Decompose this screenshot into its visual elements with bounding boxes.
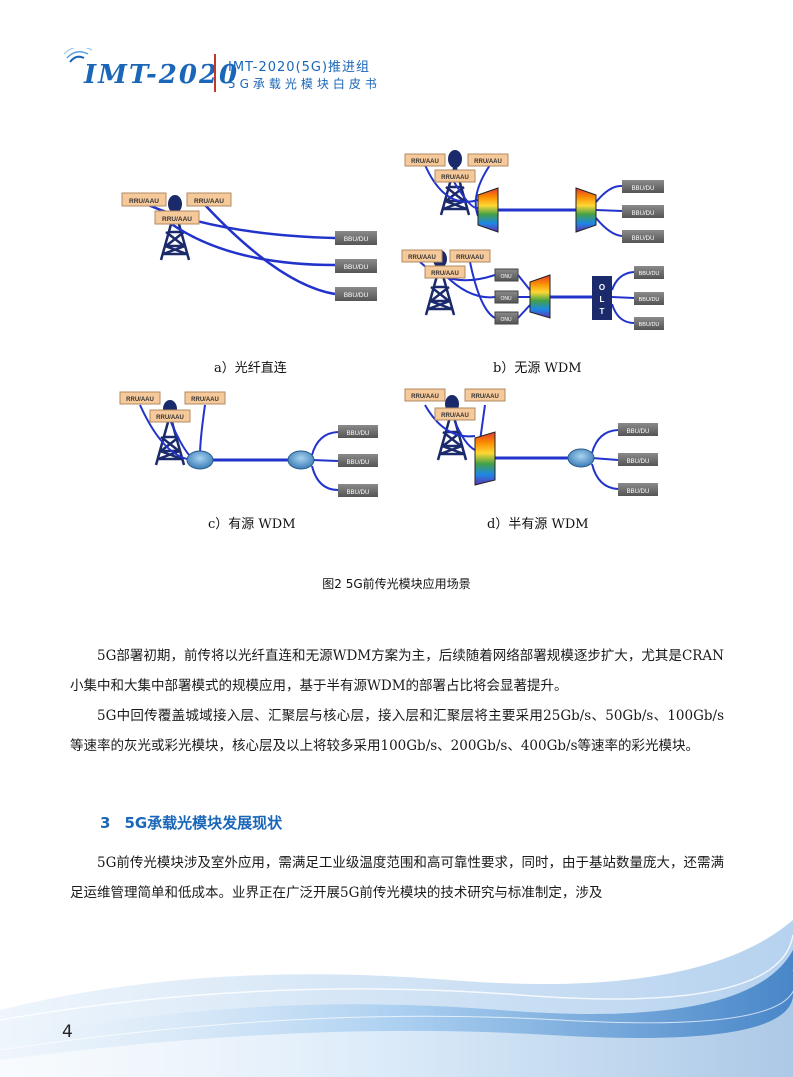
rru-label: RRU/AAU — [408, 255, 436, 261]
panel-b-passive-wdm: RRU/AAU RRU/AAU RRU/AAU BBU/DU BBU/DU BB… — [404, 148, 664, 243]
bbu-label: BBU/DU — [344, 236, 369, 243]
caption-d: d）半有源 WDM — [487, 517, 589, 532]
page-number: 4 — [62, 1022, 73, 1042]
section-title: 5G承载光模块发展现状 — [124, 814, 283, 832]
rru-label: RRU/AAU — [129, 198, 159, 205]
rru-label: RRU/AAU — [191, 397, 219, 403]
panel-a-fiber-direct: RRU/AAU RRU/AAU RRU/AAU BBU/DU BBU/DU BB… — [121, 192, 377, 301]
rru-label: RRU/AAU — [474, 159, 502, 165]
caption-a: a）光纤直连 — [214, 361, 287, 376]
rru-label: RRU/AAU — [471, 394, 499, 400]
onu-label: ONU — [500, 274, 512, 280]
onu-label: ONU — [500, 317, 512, 323]
paragraph-3: 5G前传光模块涉及室外应用，需满足工业级温度范围和高可靠性要求，同时，由于基站数… — [70, 855, 724, 901]
rru-label: RRU/AAU — [126, 397, 154, 403]
bbu-label: BBU/DU — [632, 236, 655, 242]
bbu-label: BBU/DU — [344, 292, 369, 299]
figure-scenarios: RRU/AAU RRU/AAU RRU/AAU BBU/DU BBU/DU BB… — [0, 140, 793, 600]
bbu-label: BBU/DU — [627, 489, 650, 495]
rru-label: RRU/AAU — [441, 413, 469, 419]
bbu-label: BBU/DU — [344, 264, 369, 271]
bbu-label: BBU/DU — [632, 211, 655, 217]
bbu-label: BBU/DU — [639, 322, 660, 328]
panel-c-active-wdm: RRU/AAU RRU/AAU RRU/AAU BBU/DU BBU/DU BB… — [119, 391, 378, 497]
panel-d-semi-active-wdm: RRU/AAU RRU/AAU RRU/AAU BBU/DU BBU/DU BB… — [404, 388, 658, 496]
caption-c: c）有源 WDM — [208, 517, 296, 532]
panel-b-pon: ONU ONU ONU O L T RRU/AAU RRU/AAU RRU/AA… — [401, 248, 664, 330]
page-header: IMT-2020 IMT-2020(5G)推进组 5G承载光模块白皮书 — [64, 48, 464, 98]
caption-b: b）无源 WDM — [493, 361, 582, 376]
header-divider — [214, 54, 216, 92]
header-title: IMT-2020(5G)推进组 — [228, 60, 371, 75]
bbu-label: BBU/DU — [347, 460, 370, 466]
paragraph-1: 5G部署初期，前传将以光纤直连和无源WDM方案为主，后续随着网络部署规模逐步扩大… — [70, 648, 724, 694]
svg-text:T: T — [600, 307, 605, 316]
bbu-label: BBU/DU — [639, 297, 660, 303]
rru-label: RRU/AAU — [441, 175, 469, 181]
figure-title: 图2 5G前传光模块应用场景 — [322, 577, 471, 591]
rru-label: RRU/AAU — [411, 159, 439, 165]
svg-text:L: L — [600, 295, 605, 304]
footer-wave-decoration — [0, 920, 793, 1077]
olt-label: O — [599, 283, 605, 292]
onu-label: ONU — [500, 296, 512, 302]
rru-label: RRU/AAU — [456, 255, 484, 261]
bbu-label: BBU/DU — [627, 459, 650, 465]
rru-label: RRU/AAU — [411, 394, 439, 400]
section-heading: 3 5G承载光模块发展现状 — [100, 812, 282, 833]
rru-label: RRU/AAU — [431, 271, 459, 277]
logo-text: IMT-2020 — [84, 60, 240, 90]
imt2020-logo — [64, 48, 93, 63]
bbu-label: BBU/DU — [632, 186, 655, 192]
bbu-label: BBU/DU — [347, 490, 370, 496]
rru-label: RRU/AAU — [156, 415, 184, 421]
paragraph-2: 5G中回传覆盖城域接入层、汇聚层与核心层，接入层和汇聚层将主要采用25Gb/s、… — [70, 708, 724, 754]
bbu-label: BBU/DU — [347, 431, 370, 437]
bbu-label: BBU/DU — [639, 271, 660, 277]
rru-label: RRU/AAU — [162, 216, 192, 223]
header-subtitle: 5G承载光模块白皮书 — [228, 77, 381, 91]
figure-diagram: RRU/AAU RRU/AAU RRU/AAU BBU/DU BBU/DU BB… — [119, 148, 664, 497]
rru-label: RRU/AAU — [194, 198, 224, 205]
section-number: 3 — [100, 814, 111, 832]
bbu-label: BBU/DU — [627, 429, 650, 435]
